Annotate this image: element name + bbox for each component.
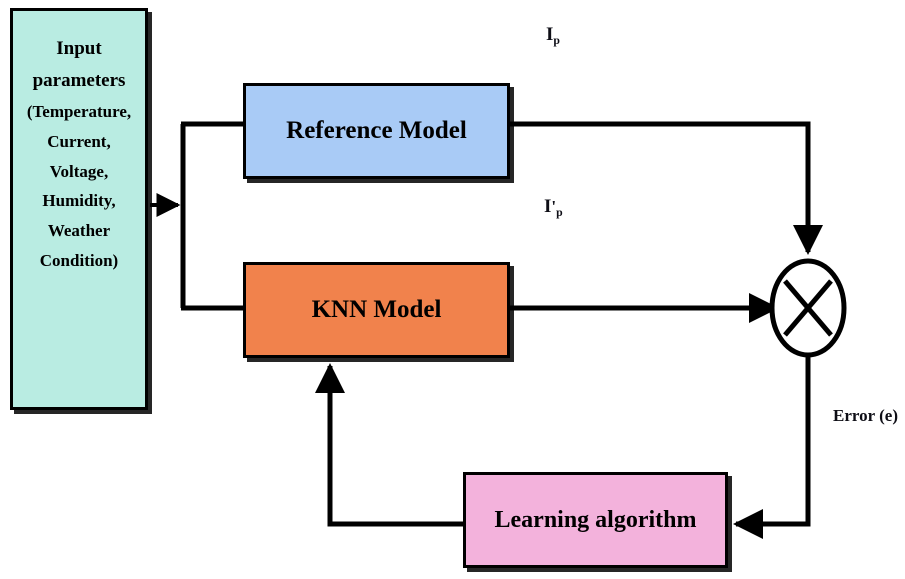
reference-output-subscript: p	[553, 33, 560, 47]
reference-output-label: Ip	[546, 24, 560, 48]
model-output-label: I'p	[544, 196, 563, 220]
summing-junction	[769, 258, 847, 358]
reference-model-box: Reference Model	[243, 83, 510, 179]
edge-summing-junction-to-learning-algorithm	[733, 355, 811, 539]
edge-learning-algorithm-to-knn-model	[315, 363, 463, 527]
error-label: Error (e)	[833, 406, 898, 425]
input-parameters-line-1: parameters	[32, 69, 126, 91]
input-parameters-box: Input parameters (Temperature, Current, …	[10, 8, 148, 410]
model-output-base: I	[544, 196, 552, 217]
reference-model-label: Reference Model	[286, 117, 467, 144]
learning-algorithm-label: Learning algorithm	[494, 506, 697, 533]
knn-model-label: KNN Model	[311, 296, 442, 323]
edge-reference-model-to-summing-junction	[509, 121, 823, 255]
model-output-prime: '	[551, 197, 557, 216]
model-output-subscript: p	[556, 205, 563, 219]
input-parameters-line-0: Input	[56, 38, 102, 59]
input-parameters-line-3: Current,	[47, 131, 111, 151]
input-parameters-line-2: (Temperature,	[26, 101, 132, 121]
learning-algorithm-box: Learning algorithm	[463, 472, 728, 568]
knn-model-box: KNN Model	[243, 262, 510, 358]
input-parameters-line-4: Voltage,	[49, 161, 109, 181]
input-parameters-line-5: Humidity,	[42, 191, 116, 211]
input-parameters-line-7: Condition)	[39, 251, 119, 271]
reference-output-base: I	[546, 24, 554, 45]
input-parameters-line-6: Weather	[47, 221, 111, 241]
